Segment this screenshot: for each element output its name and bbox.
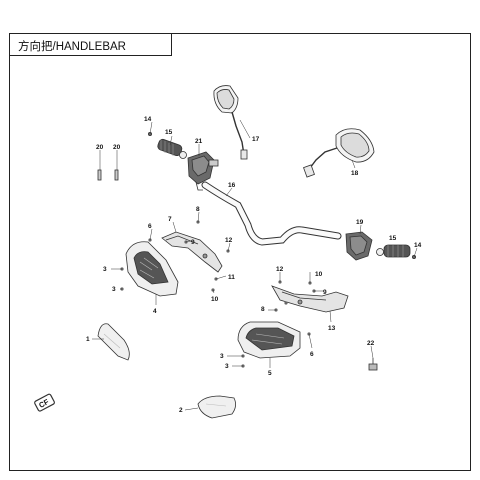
- callout-8: 8: [196, 206, 200, 213]
- callout-6: 6: [310, 351, 314, 358]
- callout-20: 20: [96, 144, 104, 151]
- page-title: 方向把/HANDLEBAR: [18, 41, 126, 53]
- callout-10: 10: [211, 296, 219, 303]
- right-switch: [345, 231, 373, 261]
- cf-logo: CF: [34, 393, 55, 412]
- screws-20: [97, 169, 119, 181]
- callout-3: 3: [103, 266, 107, 273]
- title-box: 方向把/HANDLEBAR: [9, 33, 172, 56]
- callout-18: 18: [351, 170, 359, 177]
- callout-6: 6: [148, 223, 152, 230]
- left-grip: [157, 138, 187, 159]
- callout-22: 22: [367, 340, 375, 347]
- callout-17: 17: [252, 136, 260, 143]
- callout-3: 3: [112, 286, 116, 293]
- callout-7: 7: [168, 216, 172, 223]
- callout-15: 15: [165, 129, 173, 136]
- callout-5: 5: [268, 370, 272, 377]
- left-guard-cover: [97, 323, 130, 361]
- left-switch: [187, 151, 219, 191]
- leader-lines: [92, 119, 418, 411]
- right-hand-guard: [237, 321, 301, 359]
- left-hand-guard: [125, 241, 179, 297]
- callout-12: 12: [276, 266, 284, 273]
- callout-4: 4: [153, 308, 157, 315]
- callout-14: 14: [414, 242, 422, 249]
- callout-13: 13: [328, 325, 336, 332]
- callout-labels: 1 2 3 3 3 3 4 5 6 6 7 8 8 9 9 10 10 11 1…: [86, 116, 422, 414]
- diagram-frame: [9, 33, 471, 471]
- callout-10: 10: [315, 271, 323, 278]
- callout-14: 14: [144, 116, 152, 123]
- callout-2: 2: [179, 407, 183, 414]
- callout-3: 3: [225, 363, 229, 370]
- callout-12: 12: [225, 237, 233, 244]
- callout-8: 8: [261, 306, 265, 313]
- callout-21: 21: [195, 138, 203, 145]
- bolt-22: [368, 358, 378, 371]
- callout-1: 1: [86, 336, 90, 343]
- right-guard-bracket: [271, 285, 349, 313]
- callout-9: 9: [323, 289, 327, 296]
- left-guard-bracket: [161, 231, 223, 273]
- right-grip: [376, 244, 411, 258]
- callout-15: 15: [389, 235, 397, 242]
- right-guard-cover: [197, 395, 236, 419]
- callout-3: 3: [220, 353, 224, 360]
- logo-text: CF: [37, 397, 50, 410]
- callout-19: 19: [356, 219, 364, 226]
- callout-20: 20: [113, 144, 121, 151]
- left-mirror: [213, 85, 248, 160]
- callout-16: 16: [228, 182, 236, 189]
- callout-9: 9: [191, 239, 195, 246]
- callout-11: 11: [228, 274, 235, 281]
- right-mirror: [303, 128, 375, 178]
